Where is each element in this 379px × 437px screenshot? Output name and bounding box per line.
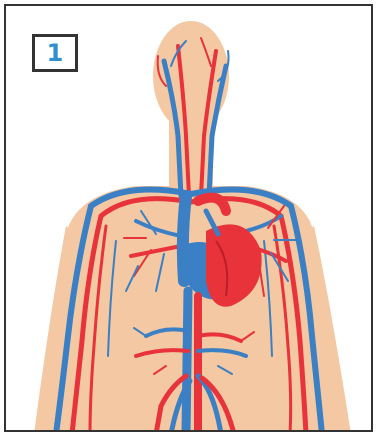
figure-panel: 1 bbox=[4, 4, 373, 432]
figure-number-badge: 1 bbox=[32, 34, 78, 72]
figure-number: 1 bbox=[47, 41, 64, 65]
